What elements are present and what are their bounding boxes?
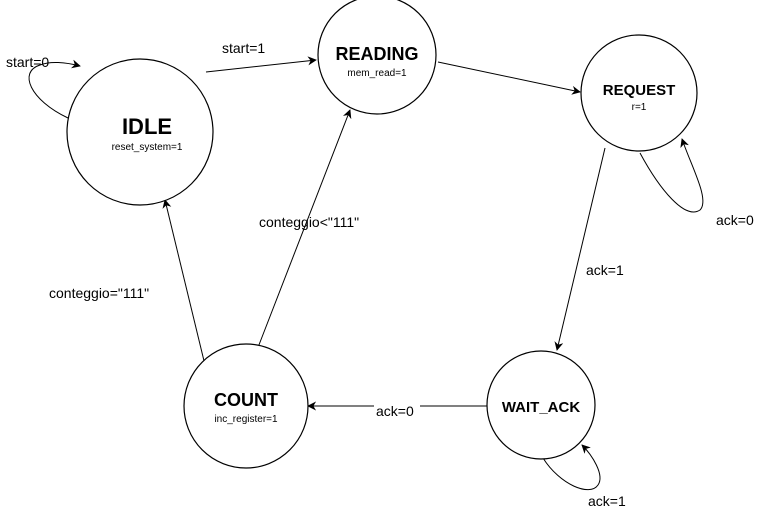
- wait-ack-to-count-label-bg: [374, 398, 420, 416]
- request-self-loop: [639, 138, 704, 213]
- state-wait-ack-circle: [486, 350, 596, 460]
- state-idle-circle: [66, 58, 214, 206]
- state-reading-name: READING: [335, 44, 418, 64]
- request-to-wait-ack-label: ack=1: [586, 262, 624, 278]
- reading-to-request-arrow: [437, 61, 581, 95]
- state-request-action: r=1: [632, 102, 647, 113]
- state-wait-ack: WAIT_ACK: [486, 350, 596, 460]
- state-idle-action: reset_system=1: [112, 142, 183, 153]
- count-to-idle-arrow: [162, 199, 206, 366]
- state-request-name: REQUEST: [603, 82, 676, 99]
- state-count-name: COUNT: [214, 390, 278, 410]
- state-request-circle: [580, 34, 698, 152]
- state-reading-action: mem_read=1: [347, 68, 407, 79]
- request-to-wait-ack-arrow: [554, 147, 606, 351]
- state-count: COUNT inc_register=1: [183, 343, 309, 469]
- state-count-circle: [183, 343, 309, 469]
- idle-self-loop: [28, 59, 81, 119]
- state-reading-circle: [317, 0, 437, 115]
- wait-ack-to-count-label: ack=0: [376, 403, 414, 419]
- wait-ack-self-loop: [542, 444, 601, 491]
- request-self-loop-label: ack=0: [716, 212, 754, 228]
- state-reading: READING mem_read=1: [317, 0, 437, 115]
- count-to-reading-label: conteggio<"111": [259, 214, 359, 230]
- state-wait-ack-name: WAIT_ACK: [502, 399, 581, 416]
- count-to-idle-label: conteggio="111": [49, 285, 149, 301]
- state-request: REQUEST r=1: [580, 34, 698, 152]
- state-idle-name: IDLE: [122, 114, 172, 139]
- transitions: [28, 56, 704, 491]
- idle-to-reading-label: start=1: [222, 40, 265, 56]
- state-count-action: inc_register=1: [214, 414, 278, 425]
- idle-to-reading-arrow: [205, 56, 317, 73]
- state-idle: IDLE reset_system=1: [66, 58, 214, 206]
- count-to-reading-arrow: [256, 109, 352, 351]
- transition-labels: start=0 start=1 ack=0 ack=1 ack=1 ack=0 …: [6, 40, 754, 509]
- idle-self-loop-label: start=0: [6, 54, 49, 70]
- wait-ack-self-loop-label: ack=1: [588, 493, 626, 509]
